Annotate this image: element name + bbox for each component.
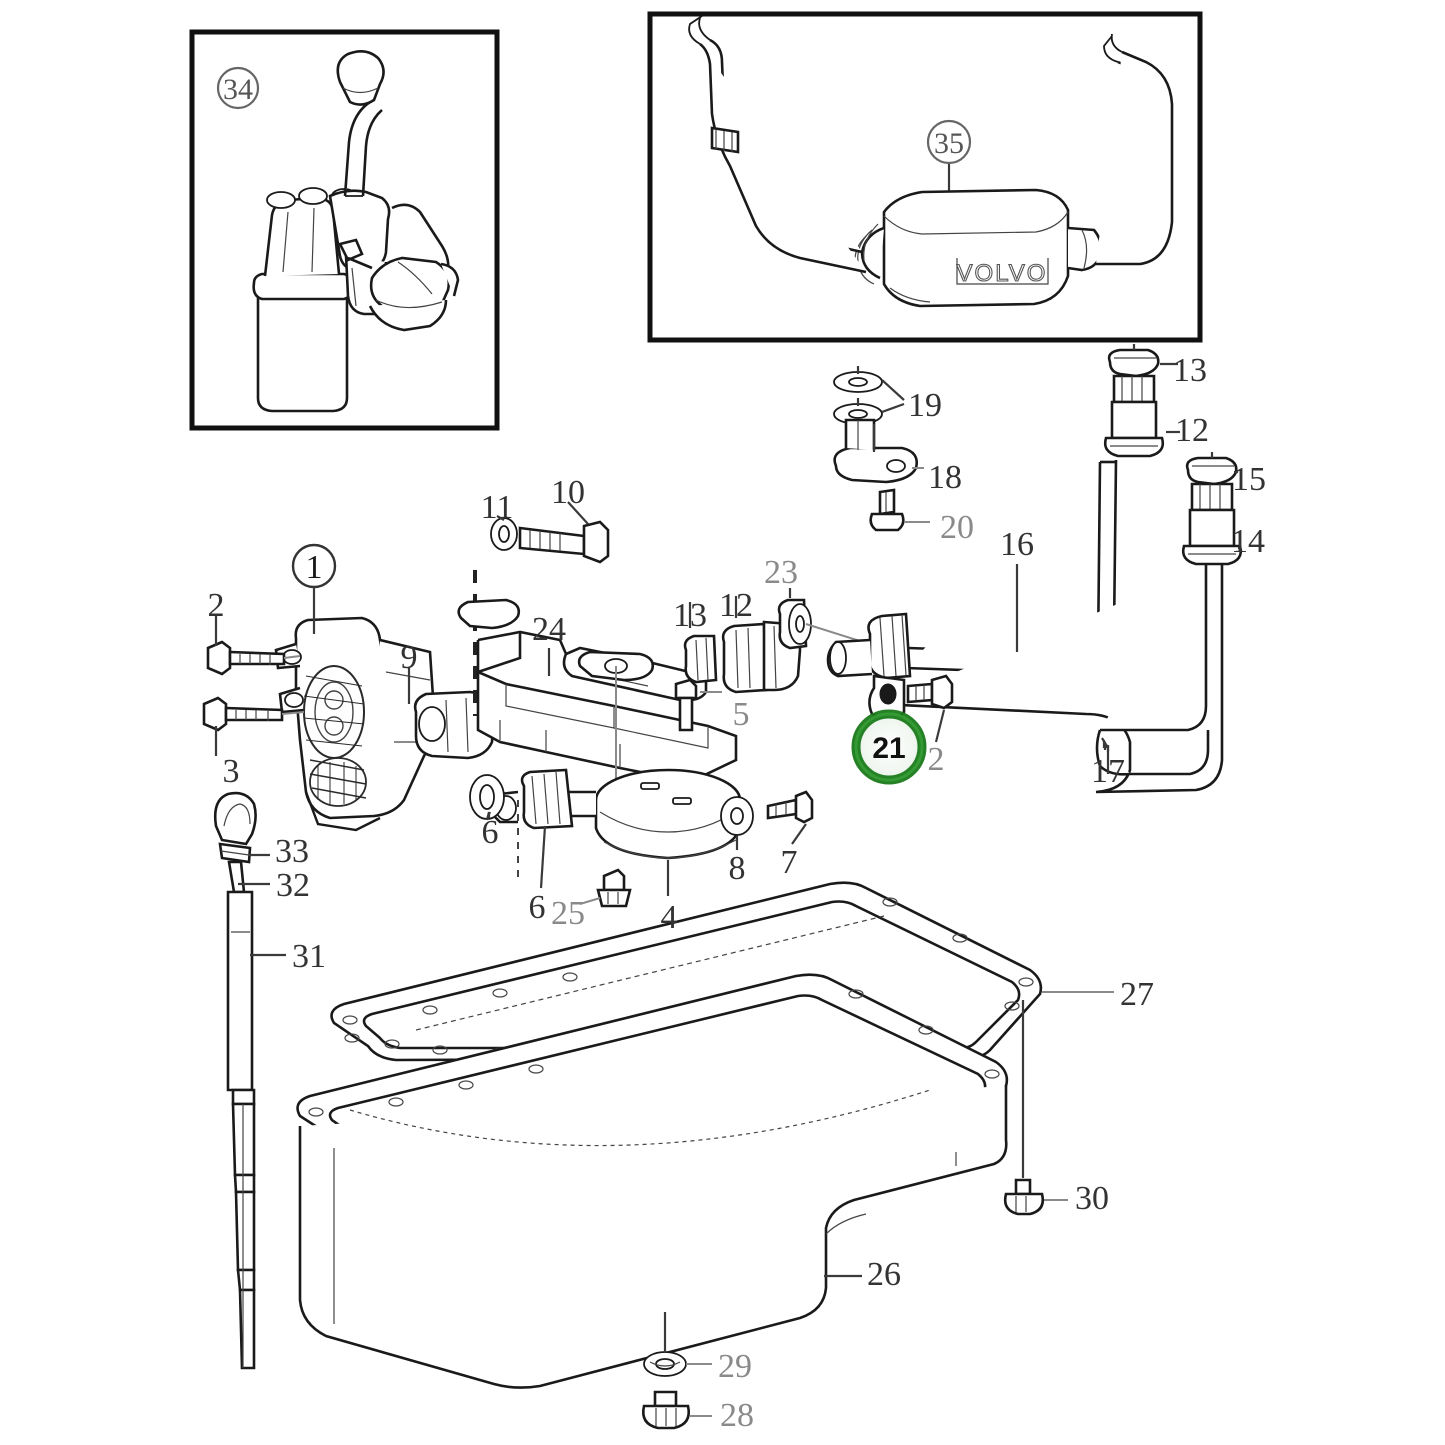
callout-2-bracket[interactable]: 2 [928,741,945,778]
banjo-flange-assembly [833,366,930,532]
dipstick-assembly [213,791,286,1370]
callout-12-right[interactable]: 12 [1175,412,1209,449]
highlight-ring-inner-glow [854,712,924,782]
callout-23[interactable]: 23 [764,554,798,591]
highlight-fill [856,714,922,780]
bolt-part-2 [206,640,286,676]
inset-callout-35-label: 35 [934,127,964,160]
callout-1[interactable]: 1 [306,549,323,586]
callout-15[interactable]: 15 [1232,461,1266,498]
callout-14[interactable]: 14 [1231,523,1265,560]
callout-13-centre[interactable]: 13 [673,597,707,634]
volvo-emboss: VOLVO [956,258,1049,288]
pump-cover-9 [407,668,541,760]
callout-10[interactable]: 10 [551,474,585,511]
callout-6-lower[interactable]: 6 [529,889,546,926]
callout-11[interactable]: 11 [481,489,514,526]
callout-32[interactable]: 32 [276,867,310,904]
callout-12-centre[interactable]: 12 [719,587,753,624]
callout-19[interactable]: 19 [908,387,942,424]
callout-26[interactable]: 26 [867,1256,901,1293]
oil-sump-group [296,881,1114,1430]
oil-pipes [879,459,1224,794]
callout-28[interactable]: 28 [720,1397,754,1434]
callout-3[interactable]: 3 [223,753,240,790]
callout-9[interactable]: 9 [401,639,418,676]
callout-16[interactable]: 16 [1000,526,1034,563]
callout-6-upper[interactable]: 6 [482,814,499,851]
callout-27[interactable]: 27 [1120,976,1154,1013]
inset-oil-filter-assembly: 34 [189,29,500,431]
centre-fittings [683,588,883,694]
callout-20[interactable]: 20 [940,509,974,546]
callout-33[interactable]: 33 [275,833,309,870]
oil-pipe-bracket-21 [826,612,954,743]
inset-callout-34-label: 34 [223,73,253,106]
right-fittings [1103,344,1243,566]
callout-18[interactable]: 18 [928,459,962,496]
callout-30[interactable]: 30 [1075,1180,1109,1217]
bolt-part-3 [202,696,284,732]
oil-pump-assembly [202,543,436,832]
callout-5[interactable]: 5 [733,696,750,733]
callout-8[interactable]: 8 [729,850,746,887]
callout-31[interactable]: 31 [292,938,326,975]
callout-4[interactable]: 4 [661,899,678,936]
bolt-10-washer-11 [490,501,610,564]
callout-17[interactable]: 17 [1091,753,1125,790]
svg-text:VOLVO: VOLVO [957,260,1048,287]
inset-oil-cooler: 35 VOLVO [647,11,1203,343]
callout-29[interactable]: 29 [718,1348,752,1385]
callout-7[interactable]: 7 [781,844,798,881]
callout-21-highlighted[interactable]: 21 [872,732,905,765]
oil-strainer-assembly [469,678,814,908]
callout-25[interactable]: 25 [551,895,585,932]
callout-24[interactable]: 24 [532,611,566,648]
support-bracket-24 [457,570,738,790]
callout-2[interactable]: 2 [208,587,225,624]
callout-13-right[interactable]: 13 [1173,352,1207,389]
